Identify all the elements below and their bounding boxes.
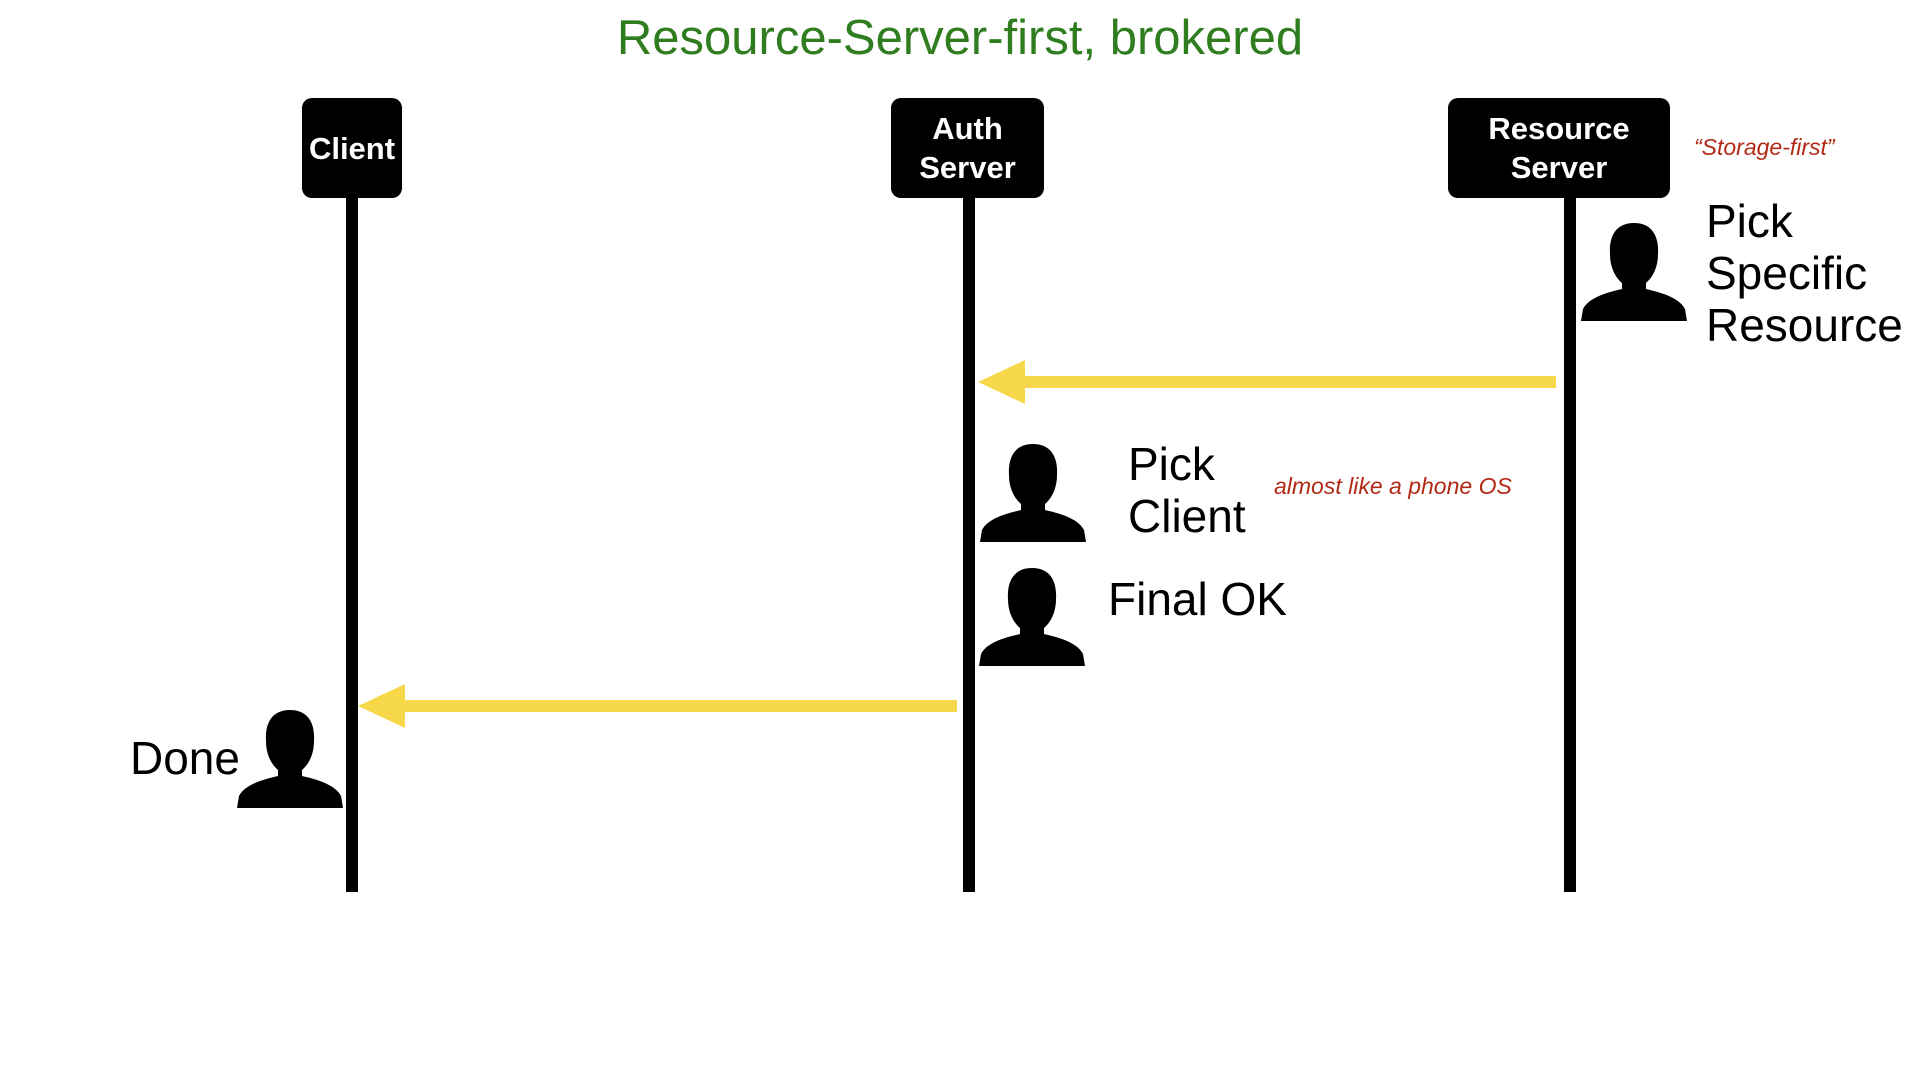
actor-client-label: Client (308, 130, 396, 166)
step-pick-resource-label: Pick Specific Resource (1706, 195, 1903, 351)
actor-resource-server-label: Resource Server (1488, 111, 1630, 185)
person-icon (1581, 223, 1687, 321)
step-done-label: Done (130, 732, 240, 784)
arrow-resource-to-auth (978, 360, 1556, 404)
person-icon (237, 710, 343, 808)
step-pick-client-label: Pick Client (1128, 438, 1246, 542)
person-icon (980, 444, 1086, 542)
actor-auth-server: Auth Server (891, 98, 1044, 198)
lifeline-client (346, 196, 358, 892)
actor-auth-server-label: Auth Server (919, 111, 1016, 185)
step-final-ok-label: Final OK (1108, 573, 1287, 625)
person-icon (979, 568, 1085, 666)
actor-client: Client (302, 98, 402, 198)
arrow-auth-to-client (358, 684, 957, 728)
actor-resource-server: Resource Server (1448, 98, 1670, 198)
note-storage-first: “Storage-first” (1694, 134, 1835, 160)
lifeline-resource-server (1564, 196, 1576, 892)
lifeline-auth-server (963, 196, 975, 892)
note-phone-os: almost like a phone OS (1274, 473, 1512, 499)
diagram-title: Resource-Server-first, brokered (616, 11, 1304, 65)
